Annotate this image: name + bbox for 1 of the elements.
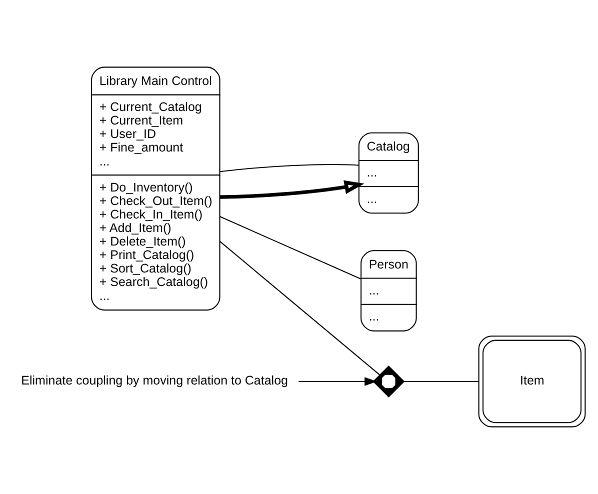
node-text: Eliminate coupling by moving relation to Catalog: [21, 374, 288, 388]
